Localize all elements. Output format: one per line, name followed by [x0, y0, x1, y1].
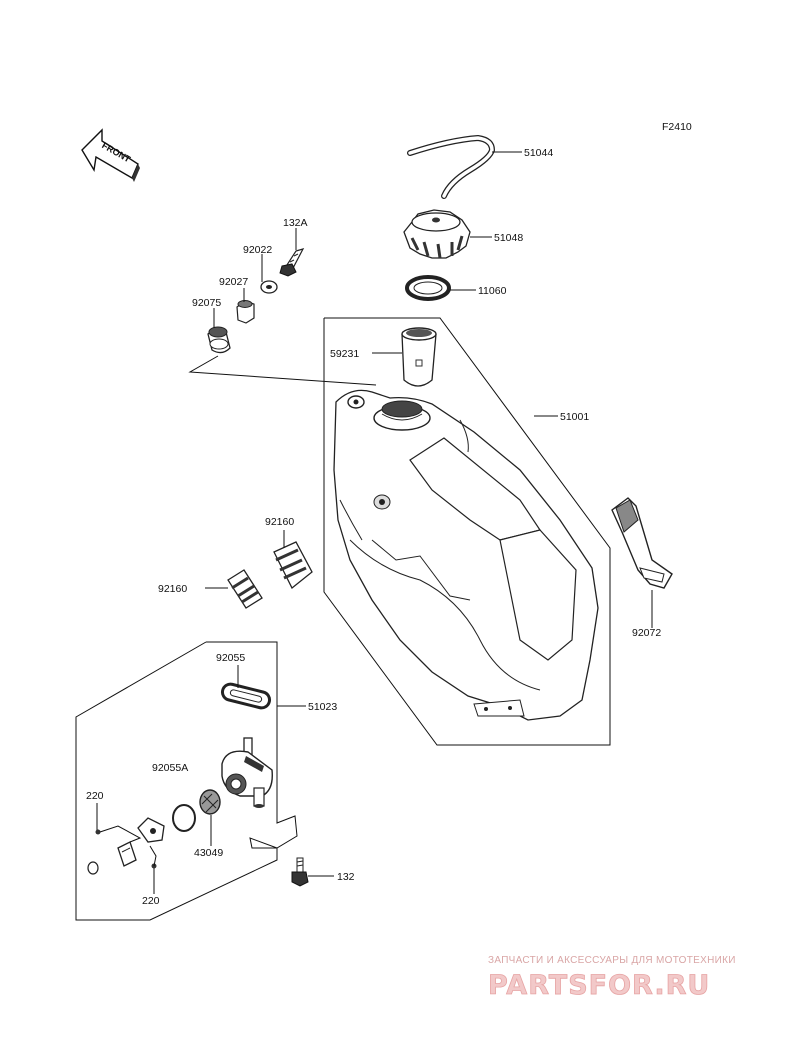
pad-92160-upper: [273, 541, 313, 590]
label-220-lower: 220: [142, 895, 160, 907]
label-92055: 92055: [216, 652, 245, 664]
label-220-upper: 220: [86, 790, 104, 802]
label-51048: 51048: [494, 232, 523, 244]
fuel-cock-body: [221, 737, 273, 808]
lever-knob: [117, 841, 137, 867]
label-132: 132: [337, 871, 355, 883]
label-92072: 92072: [632, 627, 661, 639]
label-51001: 51001: [560, 411, 589, 423]
pad-92160-lower: [227, 569, 263, 609]
figure-code: F2410: [662, 121, 692, 133]
watermark-brand: PARTSFOR.RU: [488, 970, 710, 1001]
label-92027: 92027: [219, 276, 248, 288]
watermark-tagline: ЗАПЧАСТИ И АКСЕССУАРЫ ДЛЯ МОТОТЕХНИКИ: [488, 955, 736, 966]
screw-guide-lower: [149, 845, 157, 867]
screw-220-upper: [95, 829, 101, 835]
label-92075: 92075: [192, 297, 221, 309]
tank-strap-92072: [611, 497, 673, 589]
label-92055a: 92055A: [152, 762, 188, 774]
grommet-92075: [207, 326, 231, 354]
breather-hose: [407, 134, 496, 199]
label-59231: 59231: [330, 348, 359, 360]
bolt-132: [291, 857, 309, 887]
cap-gasket: [405, 275, 451, 301]
label-92160-lower: 92160: [158, 583, 187, 595]
screw-guide-upper: [99, 825, 142, 843]
lever-plate: [137, 817, 165, 843]
label-11060: 11060: [478, 285, 507, 297]
o-ring: [172, 804, 196, 832]
label-43049: 43049: [194, 847, 223, 859]
gasket-92055: [220, 682, 272, 710]
fuel-cap: [403, 209, 471, 259]
filter-screen-43049: [199, 789, 221, 815]
mount-guide-line: [188, 355, 377, 386]
collar-92027: [236, 300, 255, 324]
front-arrow-icon: FRONT: [81, 128, 140, 182]
fuel-cock-group-outline: [75, 641, 298, 921]
fuel-filter: [401, 327, 437, 387]
small-washer: [87, 861, 99, 875]
label-92160-upper: 92160: [265, 516, 294, 528]
label-51023: 51023: [308, 701, 337, 713]
fuel-tank: [333, 389, 599, 721]
tank-group-outline: [323, 317, 611, 746]
washer-92022: [260, 280, 278, 294]
label-51044: 51044: [524, 147, 553, 159]
label-92022: 92022: [243, 244, 272, 256]
label-132a: 132A: [283, 217, 308, 229]
bolt-132a: [279, 248, 305, 277]
